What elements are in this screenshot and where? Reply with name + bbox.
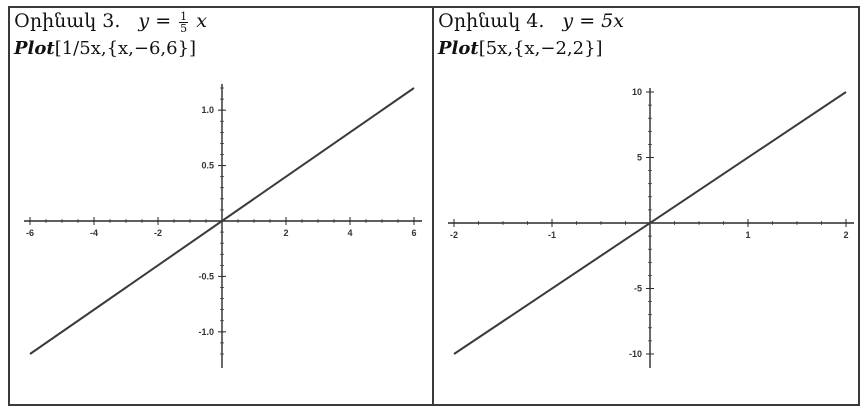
y-tick-label: -1.0	[198, 327, 214, 337]
plot-function-name: Plot	[438, 38, 479, 59]
x-tick-label: -1	[548, 230, 556, 240]
y-tick-label: -0.5	[198, 271, 214, 281]
plot-arguments: [5x,{x,−2,2}]	[478, 38, 603, 59]
x-tick-label: -4	[90, 228, 98, 238]
fraction-denominator: 5	[180, 21, 188, 35]
example-3-equation-lhs: y =	[138, 10, 172, 32]
x-tick-label: 6	[411, 228, 416, 238]
example-4-plot: -2 -1 1 2 10 5 -5 -10	[448, 87, 854, 368]
example-3-command: Plot[1/5x,{x,−6,6}]	[14, 38, 196, 59]
example-4-command: Plot[5x,{x,−2,2}]	[438, 38, 603, 59]
y-tick-label: 1.0	[201, 105, 214, 115]
example-4-title: Օրինակ 4. y = 5x	[438, 10, 624, 32]
example-4-label: Օրինակ 4.	[438, 10, 545, 32]
x-tick-label: -2	[154, 228, 162, 238]
fraction-numerator: 1	[179, 9, 189, 23]
series-line	[29, 87, 415, 355]
y-tick-label: -5	[634, 284, 642, 294]
figure-frame	[8, 6, 860, 406]
x-tick-label: -2	[450, 230, 458, 240]
plot-arguments: [1/5x,{x,−6,6}]	[54, 38, 197, 59]
y-tick-label: -10	[629, 349, 642, 359]
example-3-equation: y = 1 5 x	[138, 9, 207, 35]
example-4-panel: Օրինակ 4. y = 5x Plot[5x,{x,−2,2}] -2 -1 1…	[434, 8, 858, 404]
series-line	[453, 91, 847, 355]
x-tick-label: 2	[283, 228, 288, 238]
example-3-equation-rhs: x	[196, 10, 207, 32]
example-3-fraction: 1 5	[179, 9, 189, 35]
example-3-title: Օրինակ 3. y = 1 5 x	[14, 10, 207, 34]
y-tick-label: 5	[637, 153, 642, 163]
x-tick-label: 4	[347, 228, 352, 238]
example-3-panel: Օրինակ 3. y = 1 5 x Plot[1/5x,{x,−6,6}] …	[10, 8, 432, 404]
example-3-label: Օրինակ 3.	[14, 10, 121, 32]
y-tick-label: 10	[632, 87, 642, 97]
x-tick-label: 1	[745, 230, 750, 240]
y-tick-label: 0.5	[201, 161, 214, 171]
plot-function-name: Plot	[14, 38, 55, 59]
panel-divider	[432, 6, 434, 406]
example-4-equation: y = 5x	[562, 10, 624, 32]
x-tick-label: 2	[843, 230, 848, 240]
x-tick-label: -6	[26, 228, 34, 238]
example-3-plot: -6 -4 -2 2 4 6 1.0 0.5 -0.5 -1.0	[24, 84, 422, 368]
